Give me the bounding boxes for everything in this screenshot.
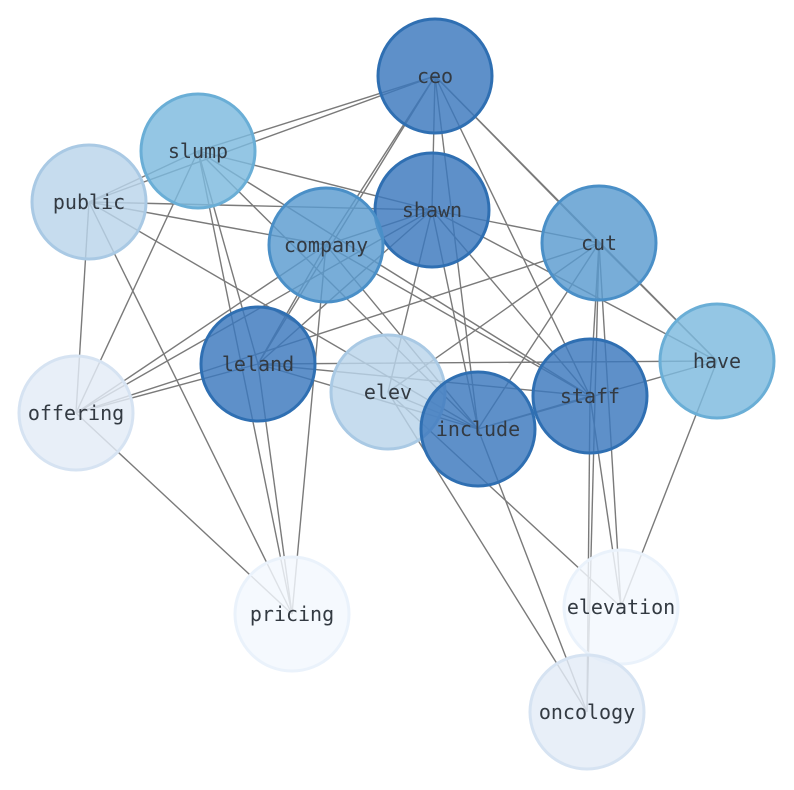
node-company: company xyxy=(267,186,385,304)
node-slump: slump xyxy=(139,92,257,210)
node-circle-public xyxy=(30,143,148,261)
node-ceo: ceo xyxy=(376,17,494,135)
node-circle-leland xyxy=(199,305,317,423)
node-circle-slump xyxy=(139,92,257,210)
node-label-slump: slump xyxy=(168,139,228,163)
node-circle-oncology xyxy=(528,653,646,771)
node-label-include: include xyxy=(436,417,520,441)
node-include: include xyxy=(419,370,537,488)
node-label-ceo: ceo xyxy=(417,64,453,88)
edge-elev-oncology xyxy=(387,391,588,713)
edge-public-pricing xyxy=(88,201,293,615)
node-pricing: pricing xyxy=(233,555,351,673)
node-elev: elev xyxy=(329,333,447,451)
node-circle-staff xyxy=(531,337,649,455)
edge-slump-staff xyxy=(197,150,591,397)
node-leland: leland xyxy=(199,305,317,423)
node-elevation: elevation xyxy=(562,548,680,666)
edge-ceo-staff xyxy=(434,75,591,397)
node-label-elevation: elevation xyxy=(567,595,675,619)
node-have: have xyxy=(658,302,776,420)
node-shawn: shawn xyxy=(373,151,491,269)
nodes-layer: ceo slump public shawn company cut have leland e… xyxy=(17,17,776,771)
node-label-company: company xyxy=(284,233,368,257)
node-circle-company xyxy=(267,186,385,304)
edge-company-pricing xyxy=(291,244,327,615)
node-circle-elevation xyxy=(562,548,680,666)
node-label-oncology: oncology xyxy=(539,700,635,724)
node-label-shawn: shawn xyxy=(402,198,462,222)
node-circle-offering xyxy=(17,354,135,472)
node-label-cut: cut xyxy=(581,231,617,255)
node-cut: cut xyxy=(540,184,658,302)
node-oncology: oncology xyxy=(528,653,646,771)
node-label-pricing: pricing xyxy=(250,602,334,626)
edge-ceo-public xyxy=(88,75,436,203)
node-circle-ceo xyxy=(376,17,494,135)
node-public: public xyxy=(30,143,148,261)
node-circle-pricing xyxy=(233,555,351,673)
node-label-staff: staff xyxy=(560,384,620,408)
node-circle-have xyxy=(658,302,776,420)
node-label-have: have xyxy=(693,349,741,373)
edge-have-leland xyxy=(257,360,718,365)
node-staff: staff xyxy=(531,337,649,455)
node-label-public: public xyxy=(53,190,125,214)
node-label-leland: leland xyxy=(222,352,294,376)
node-label-elev: elev xyxy=(364,380,412,404)
node-circle-shawn xyxy=(373,151,491,269)
node-circle-include xyxy=(419,370,537,488)
node-label-offering: offering xyxy=(28,401,124,425)
node-circle-cut xyxy=(540,184,658,302)
edge-cut-offering xyxy=(75,242,600,414)
node-offering: offering xyxy=(17,354,135,472)
